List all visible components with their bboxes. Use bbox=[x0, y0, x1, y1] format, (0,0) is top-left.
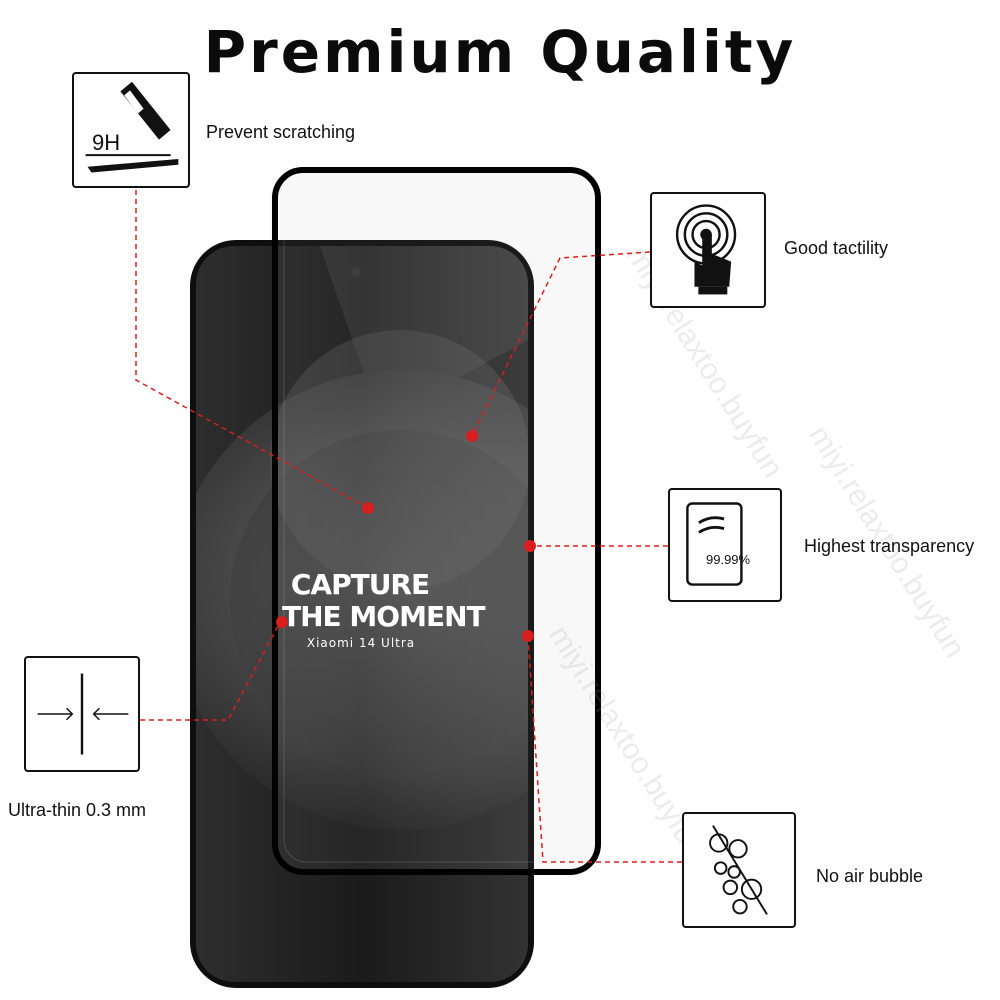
hardness-badge: 9H bbox=[92, 130, 121, 155]
screen-headline-1: CAPTURE bbox=[290, 568, 430, 601]
thickness-arrows-icon bbox=[24, 656, 140, 772]
callout-dot-tactility bbox=[466, 430, 478, 442]
callout-dot-thickness bbox=[276, 616, 288, 628]
callout-line-hardness bbox=[135, 190, 369, 509]
front-camera bbox=[351, 267, 361, 277]
hardness-9h-icon: 9H bbox=[72, 72, 190, 188]
bubble-label: No air bubble bbox=[816, 866, 924, 886]
screen-brand: Xiaomi 14 Ultra bbox=[306, 636, 416, 650]
thickness-label: Ultra-thin 0.3 mm bbox=[8, 800, 147, 820]
callout-line-thickness bbox=[140, 621, 281, 721]
tactility-label: Good tactility bbox=[784, 238, 889, 258]
air-bubble-icon bbox=[682, 812, 796, 928]
transparency-icon: 99.99% bbox=[668, 488, 782, 602]
callout-line-tactility bbox=[471, 251, 651, 437]
callout-dot-bubble bbox=[522, 630, 534, 642]
page-title: Premium Quality bbox=[203, 18, 797, 86]
touch-finger-icon bbox=[650, 192, 766, 308]
callout-dot-hardness bbox=[362, 502, 374, 514]
screen-headline-2: THE MOMENT bbox=[282, 600, 486, 633]
callout-line-bubble bbox=[527, 635, 682, 863]
transparency-label: Highest transparency bbox=[804, 536, 975, 556]
transparency-value: 99.99% bbox=[706, 552, 751, 567]
hardness-label: Prevent scratching bbox=[206, 122, 356, 142]
screen-protector-frame bbox=[272, 167, 601, 875]
callout-dot-transparency bbox=[524, 540, 536, 552]
